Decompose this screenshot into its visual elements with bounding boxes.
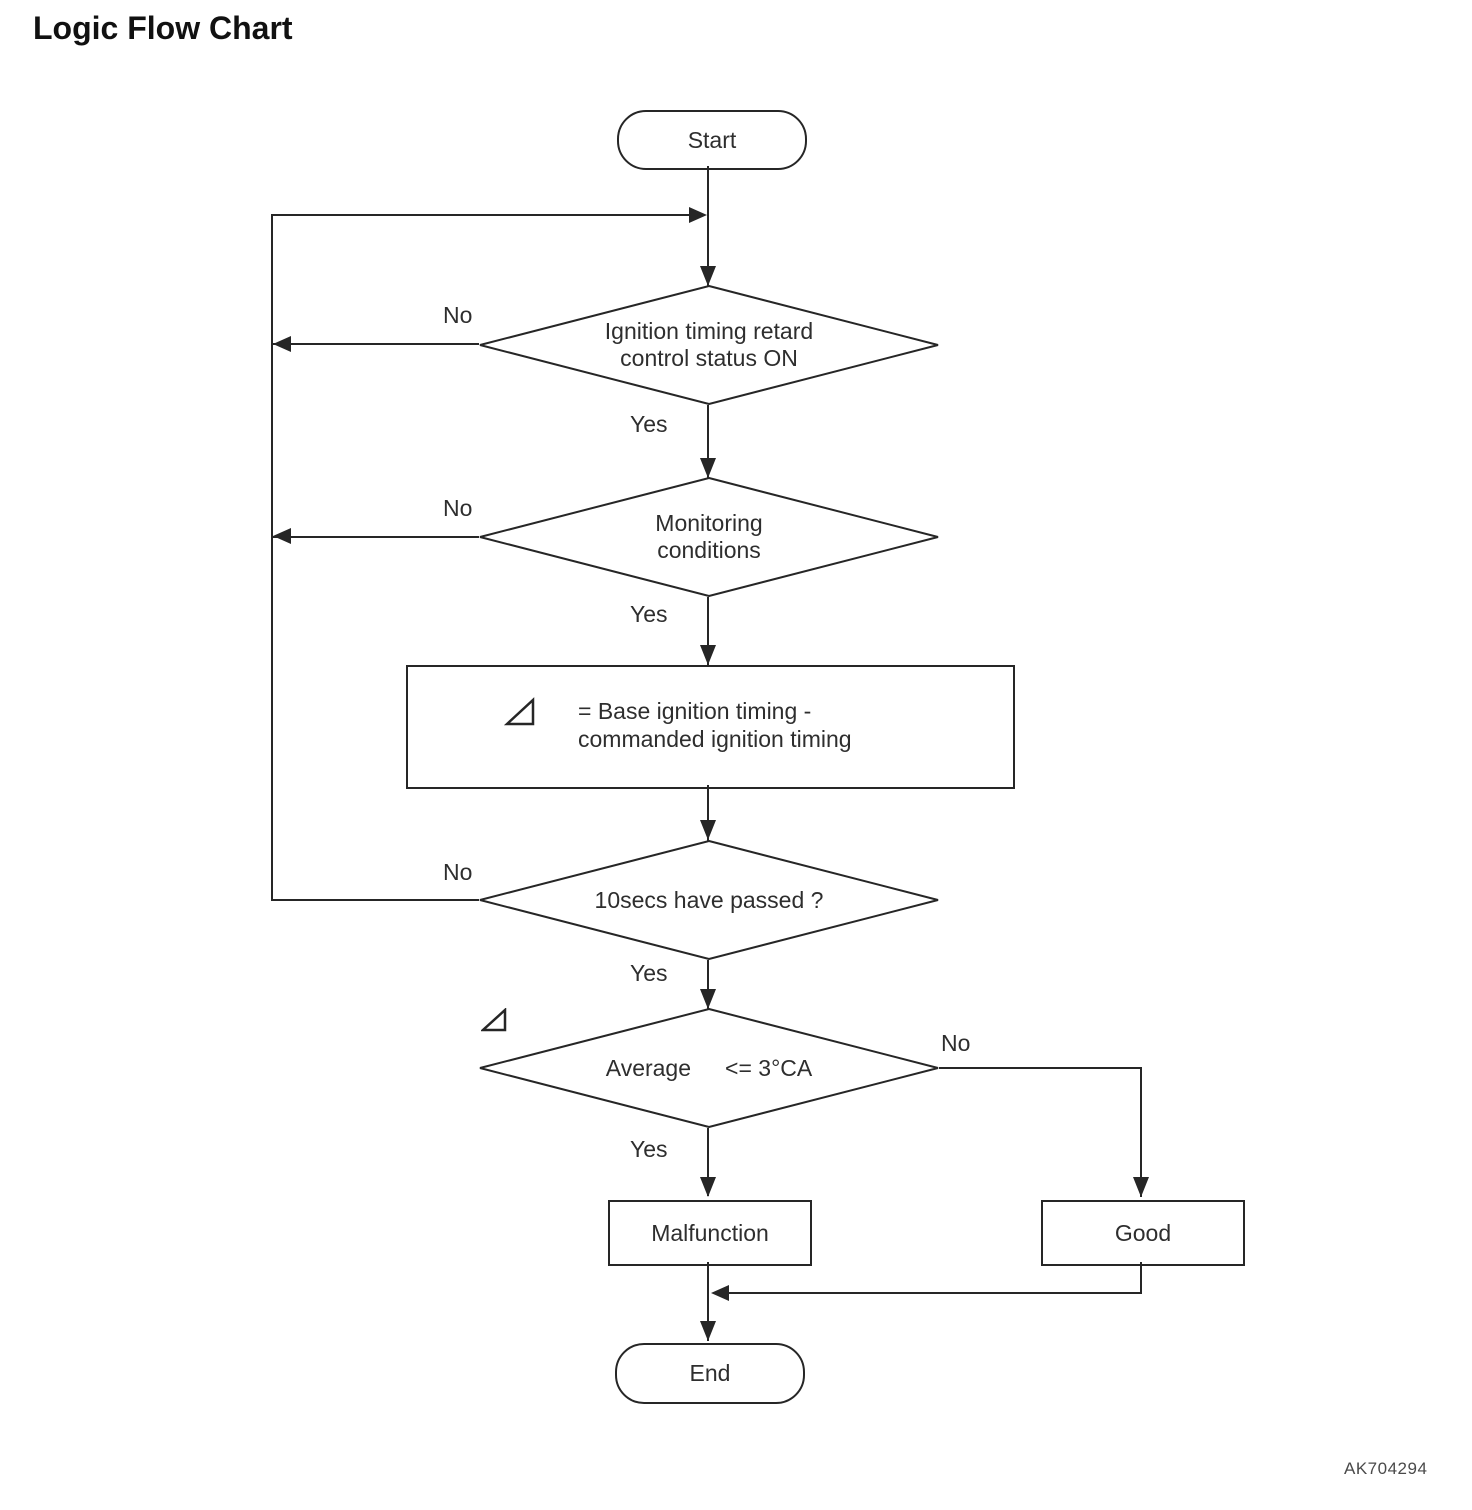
process-text: commanded ignition timing xyxy=(578,726,852,752)
end-label: End xyxy=(689,1360,731,1386)
start-node: Start xyxy=(617,110,807,170)
arrowhead-down-icon xyxy=(700,645,716,665)
arrowhead-left-icon xyxy=(711,1285,729,1301)
figure-code: AK704294 xyxy=(1344,1459,1428,1478)
decision-text: <= 3°CA xyxy=(725,1054,813,1081)
good-label: Good xyxy=(1114,1219,1172,1246)
process-text: = Base ignition timing - xyxy=(578,698,812,724)
decision-monitoring-conditions: Monitoring conditions xyxy=(478,477,940,597)
malfunction-node: Malfunction xyxy=(608,1200,812,1266)
diamond-shape xyxy=(479,1008,939,1128)
loop-top-line xyxy=(271,214,701,216)
arrowhead-right-icon xyxy=(689,207,707,223)
no-label: No xyxy=(443,495,473,521)
right-triangle-delta-icon xyxy=(504,697,535,726)
diamond-shape xyxy=(479,840,939,960)
diamond-shape xyxy=(479,285,939,405)
connector-line xyxy=(707,166,709,286)
arrowhead-down-icon xyxy=(700,820,716,840)
loop-left-line xyxy=(271,214,273,901)
connector-line xyxy=(707,597,709,665)
yes-label: Yes xyxy=(630,601,668,627)
no-label: No xyxy=(443,302,473,328)
no-branch-line xyxy=(273,899,479,901)
decision-text: conditions xyxy=(657,537,761,563)
start-label: Start xyxy=(687,126,737,153)
malfunction-label: Malfunction xyxy=(651,1219,769,1246)
page-title: Logic Flow Chart xyxy=(33,10,293,46)
no-label: No xyxy=(443,859,473,885)
decision-text: control status ON xyxy=(620,345,798,371)
connector-line xyxy=(707,785,709,841)
decision-text: Ignition timing retard xyxy=(604,318,814,344)
yes-label: Yes xyxy=(630,960,668,986)
end-node: End xyxy=(615,1343,805,1404)
connector-line xyxy=(707,960,709,1009)
decision-average-delta: Average <= 3°CA xyxy=(478,1008,940,1128)
diamond-shape xyxy=(479,477,939,597)
arrowhead-down-icon xyxy=(700,1177,716,1197)
merge-line xyxy=(722,1292,1142,1294)
arrowhead-left-icon xyxy=(273,528,291,544)
process-delta-calculation: = Base ignition timing - commanded ignit… xyxy=(406,665,1015,789)
no-label: No xyxy=(941,1030,971,1056)
yes-label: Yes xyxy=(630,411,668,437)
connector-line xyxy=(707,405,709,478)
decision-text: Monitoring xyxy=(655,510,763,536)
arrowhead-down-icon xyxy=(700,1321,716,1341)
decision-text: 10secs have passed ? xyxy=(594,886,824,913)
arrowhead-down-icon xyxy=(700,266,716,286)
decision-ignition-retard: Ignition timing retard control status ON xyxy=(478,285,940,405)
arrowhead-down-icon xyxy=(700,458,716,478)
good-node: Good xyxy=(1041,1200,1245,1266)
arrowhead-down-icon xyxy=(700,989,716,1009)
right-triangle-delta-icon xyxy=(481,1008,507,1032)
connector-line xyxy=(707,1128,709,1196)
arrowhead-left-icon xyxy=(273,336,291,352)
connector-line xyxy=(1140,1262,1142,1294)
yes-label: Yes xyxy=(630,1136,668,1162)
decision-10secs-passed: 10secs have passed ? xyxy=(478,840,940,960)
no-branch-line xyxy=(273,536,479,538)
no-branch-line xyxy=(273,343,479,345)
no-branch-line xyxy=(939,1067,1142,1069)
connector-line xyxy=(707,1262,709,1341)
no-branch-line xyxy=(1140,1067,1142,1197)
decision-text: Average xyxy=(605,1054,692,1081)
arrowhead-down-icon xyxy=(1133,1177,1149,1197)
